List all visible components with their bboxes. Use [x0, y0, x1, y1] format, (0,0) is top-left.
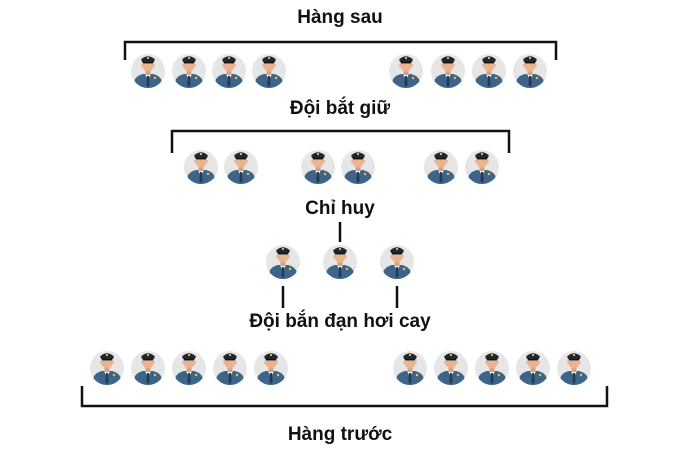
police-officer-icon: [90, 351, 124, 385]
arrest-team-group: [184, 150, 499, 184]
police-officer-icon: [266, 245, 300, 279]
police-officer-icon: [301, 150, 335, 184]
police-officer-icon: [254, 351, 288, 385]
police-officer-icon: [472, 54, 506, 88]
police-officer-icon: [131, 54, 165, 88]
police-officer-icon: [341, 150, 375, 184]
police-officer-icon: [224, 150, 258, 184]
police-officer-icon: [213, 351, 247, 385]
police-officer-icon: [465, 150, 499, 184]
police-officer-icon: [424, 150, 458, 184]
police-officer-icon: [380, 245, 414, 279]
rear-row-label: Hàng sau: [297, 7, 383, 28]
commander-group: [266, 245, 414, 279]
police-officer-icon: [131, 351, 165, 385]
police-officer-icon: [393, 351, 427, 385]
police-officer-icon: [475, 351, 509, 385]
police-officer-icon: [516, 351, 550, 385]
arrest-team-bracket: [170, 129, 511, 153]
police-officer-icon: [513, 54, 547, 88]
police-officer-icon: [172, 54, 206, 88]
arrest-team-label: Đội bắt giữ: [289, 98, 391, 119]
front-row-bracket: [80, 386, 609, 408]
police-officer-icon: [252, 54, 286, 88]
tear-gas-team-label: Đội bắn đạn hơi cay: [249, 311, 431, 332]
front-row-group: [90, 351, 591, 385]
police-officer-icon: [212, 54, 246, 88]
rear-row-bracket: [123, 40, 558, 60]
police-officer-icon: [557, 351, 591, 385]
police-officer-icon: [434, 351, 468, 385]
police-officer-icon: [184, 150, 218, 184]
police-officer-icon: [431, 54, 465, 88]
police-officer-icon: [172, 351, 206, 385]
police-officer-icon: [323, 245, 357, 279]
front-row-label: Hàng trước: [287, 424, 393, 445]
commander-label: Chỉ huy: [305, 198, 375, 219]
police-officer-icon: [389, 54, 423, 88]
rear-row-group: [131, 54, 547, 88]
